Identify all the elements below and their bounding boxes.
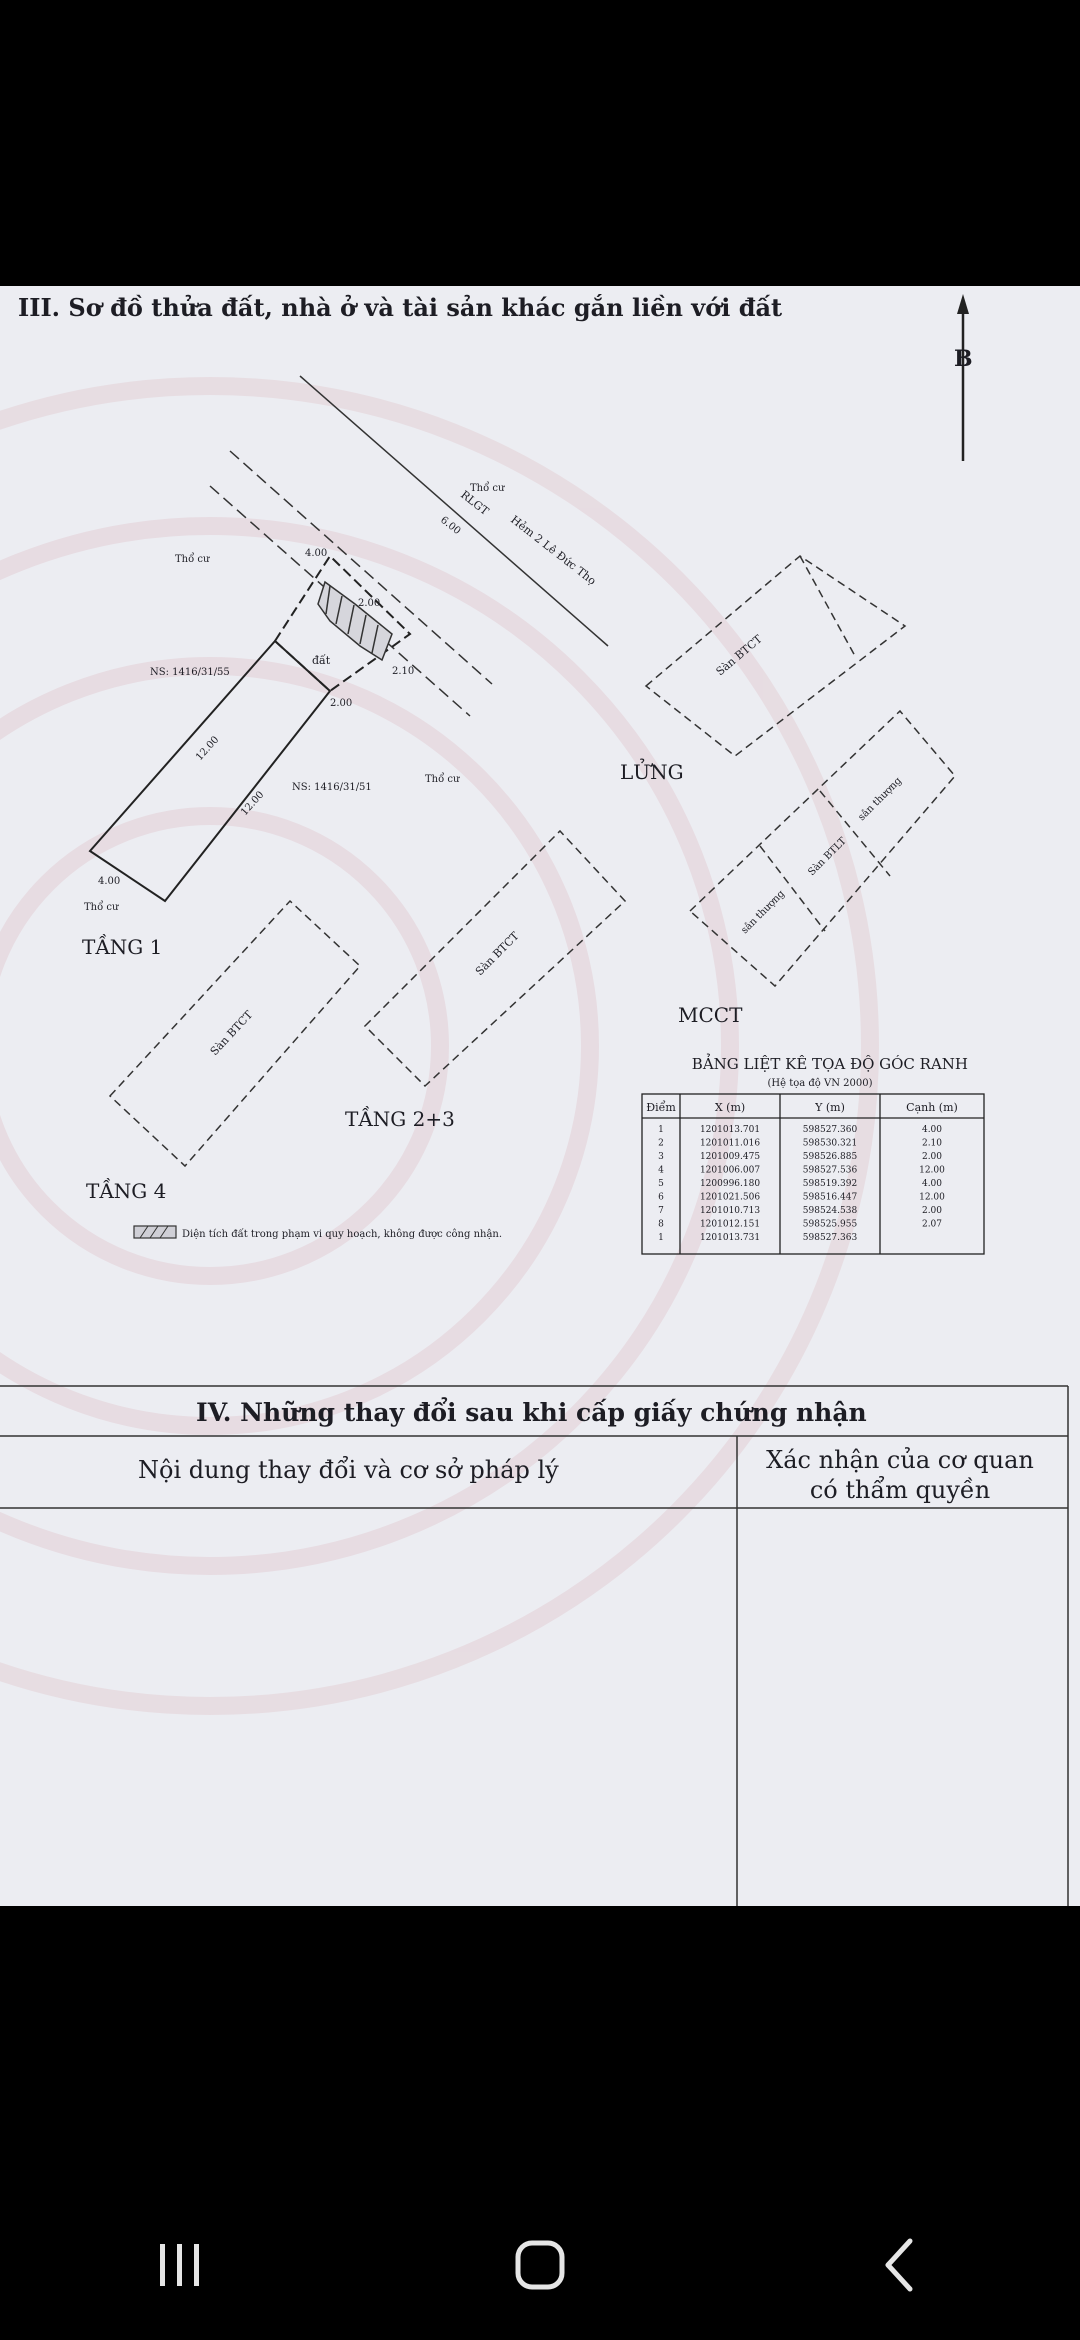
navigation-bar — [0, 2190, 1080, 2340]
coord-cell: 598526.885 — [803, 1152, 858, 1162]
coord-cell: 1201010.713 — [700, 1206, 760, 1216]
dim-lot-top: 4.00 — [305, 548, 327, 559]
coord-table-frame — [641, 1093, 985, 1255]
coord-cell: 4 — [658, 1166, 664, 1176]
north-arrow-icon — [957, 294, 969, 461]
coord-cell: 598527.536 — [803, 1166, 858, 1176]
road-dim: 6.00 — [438, 515, 462, 537]
coord-cell: 12.00 — [919, 1166, 945, 1176]
coord-cell: 5 — [658, 1179, 664, 1189]
mcct-label: MCCT — [678, 1003, 743, 1027]
header-y: Y (m) — [814, 1101, 845, 1114]
coord-table-rows: 1 1201013.701 598527.360 4.00 2 1201011.016 59… — [658, 1125, 945, 1243]
coord-cell: 598519.392 — [803, 1179, 857, 1189]
header-canh: Cạnh (m) — [906, 1101, 958, 1114]
coord-cell: 1201012.151 — [700, 1220, 760, 1230]
background-pattern — [0, 377, 879, 1715]
legend-hatch-icon — [133, 1225, 177, 1239]
section4-table-frame — [0, 1385, 1069, 1906]
coord-cell: 8 — [658, 1220, 664, 1230]
lung-label: LỬNG — [620, 757, 684, 784]
coord-cell: 2.07 — [922, 1220, 942, 1230]
dim-lot-bottom: 4.00 — [98, 876, 120, 887]
section4-col2-line2: có thẩm quyền — [810, 1475, 990, 1504]
header-x: X (m) — [715, 1101, 745, 1114]
mcct-san-thuong-2: sân thượng — [856, 775, 904, 823]
tang23-floor-plan — [363, 829, 627, 1088]
planning-hatch — [317, 580, 393, 662]
mcct-san-thuong-1: sân thượng — [739, 888, 787, 936]
tang4-area: Sàn BTCT — [208, 1008, 256, 1058]
back-button[interactable] — [840, 2220, 960, 2310]
tang23-label: TẦNG 2+3 — [345, 1105, 455, 1131]
lung-floor-plan — [644, 555, 907, 757]
coord-cell: 1201013.731 — [700, 1233, 760, 1243]
coord-cell: 598530.321 — [803, 1139, 857, 1149]
label-tho-cu-4: Thổ cư — [84, 901, 119, 913]
coord-cell: 1201006.007 — [700, 1166, 760, 1176]
tang23-area: Sàn BTCT — [473, 929, 522, 978]
certificate-drawing: III. Sơ đồ thửa đất, nhà ở và tài sản kh… — [0, 293, 1069, 1906]
recent-apps-button[interactable] — [120, 2220, 240, 2310]
certificate-page: III. Sơ đồ thửa đất, nhà ở và tài sản kh… — [0, 286, 1080, 1906]
coord-cell: 4.00 — [922, 1179, 942, 1189]
coord-cell: 598516.447 — [803, 1193, 858, 1203]
dim-c: 2.00 — [330, 698, 352, 709]
coord-cell: 1 — [658, 1125, 664, 1135]
coord-cell: 598525.955 — [803, 1220, 858, 1230]
home-button[interactable] — [480, 2220, 600, 2310]
ns-label-2: NS: 1416/31/51 — [292, 782, 372, 793]
coord-cell: 1201011.016 — [700, 1139, 760, 1149]
coord-table-title: BẢNG LIỆT KÊ TỌA ĐỘ GÓC RANH — [692, 1053, 968, 1073]
coord-cell: 7 — [658, 1206, 664, 1216]
back-icon — [885, 2238, 913, 2292]
ns-label-1: NS: 1416/31/55 — [150, 667, 230, 678]
section3-title: III. Sơ đồ thửa đất, nhà ở và tài sản kh… — [18, 293, 782, 322]
coord-cell: 2 — [658, 1139, 664, 1149]
coord-cell: 598527.360 — [803, 1125, 858, 1135]
coord-cell: 1201013.701 — [700, 1125, 760, 1135]
legend-note: Diện tích đất trong phạm vi quy hoạch, k… — [182, 1229, 502, 1240]
label-tho-cu-3: Thổ cư — [425, 773, 460, 785]
header-diem: Điểm — [646, 1100, 676, 1114]
label-tho-cu-1: Thổ cư — [470, 482, 505, 494]
lot-label: đất — [312, 654, 331, 667]
label-tho-cu-2: Thổ cư — [175, 553, 210, 565]
coord-cell: 2.00 — [922, 1206, 942, 1216]
coord-cell: 1 — [658, 1233, 664, 1243]
section4-col1: Nội dung thay đổi và cơ sở pháp lý — [138, 1455, 559, 1484]
coord-cell: 598527.363 — [803, 1233, 858, 1243]
section4-col2-line1: Xác nhận của cơ quan — [766, 1446, 1034, 1474]
coord-cell: 598524.538 — [803, 1206, 858, 1216]
north-label: B — [954, 346, 973, 372]
coord-table-subtitle: (Hệ tọa độ VN 2000) — [768, 1078, 873, 1089]
main-lot — [88, 554, 412, 903]
coord-cell: 1200996.180 — [700, 1179, 760, 1189]
coord-cell: 4.00 — [922, 1125, 942, 1135]
coord-table-header: Điểm X (m) Y (m) Cạnh (m) — [646, 1100, 958, 1114]
dim-a: 2.00 — [358, 598, 380, 609]
home-icon — [515, 2240, 565, 2290]
road-name: Hẻm 2 Lê Đức Thọ — [508, 513, 599, 588]
dim-lot-left: 12.00 — [194, 734, 221, 763]
tang1-label: TẦNG 1 — [82, 933, 162, 959]
tang4-label: TẦNG 4 — [86, 1177, 166, 1203]
coord-cell: 6 — [658, 1193, 664, 1203]
tang4-floor-plan — [108, 899, 362, 1168]
coord-cell: 2.00 — [922, 1152, 942, 1162]
section4-title: IV. Những thay đổi sau khi cấp giấy chứn… — [196, 1398, 867, 1427]
dim-b: 2.10 — [392, 666, 414, 677]
coord-cell: 3 — [658, 1152, 664, 1162]
coord-cell: 12.00 — [919, 1193, 945, 1203]
mcct-floor-plan — [688, 709, 956, 988]
recent-apps-icon — [160, 2244, 199, 2286]
coord-cell: 1201021.506 — [700, 1193, 760, 1203]
coord-cell: 1201009.475 — [700, 1152, 760, 1162]
coord-cell: 2.10 — [922, 1139, 942, 1149]
